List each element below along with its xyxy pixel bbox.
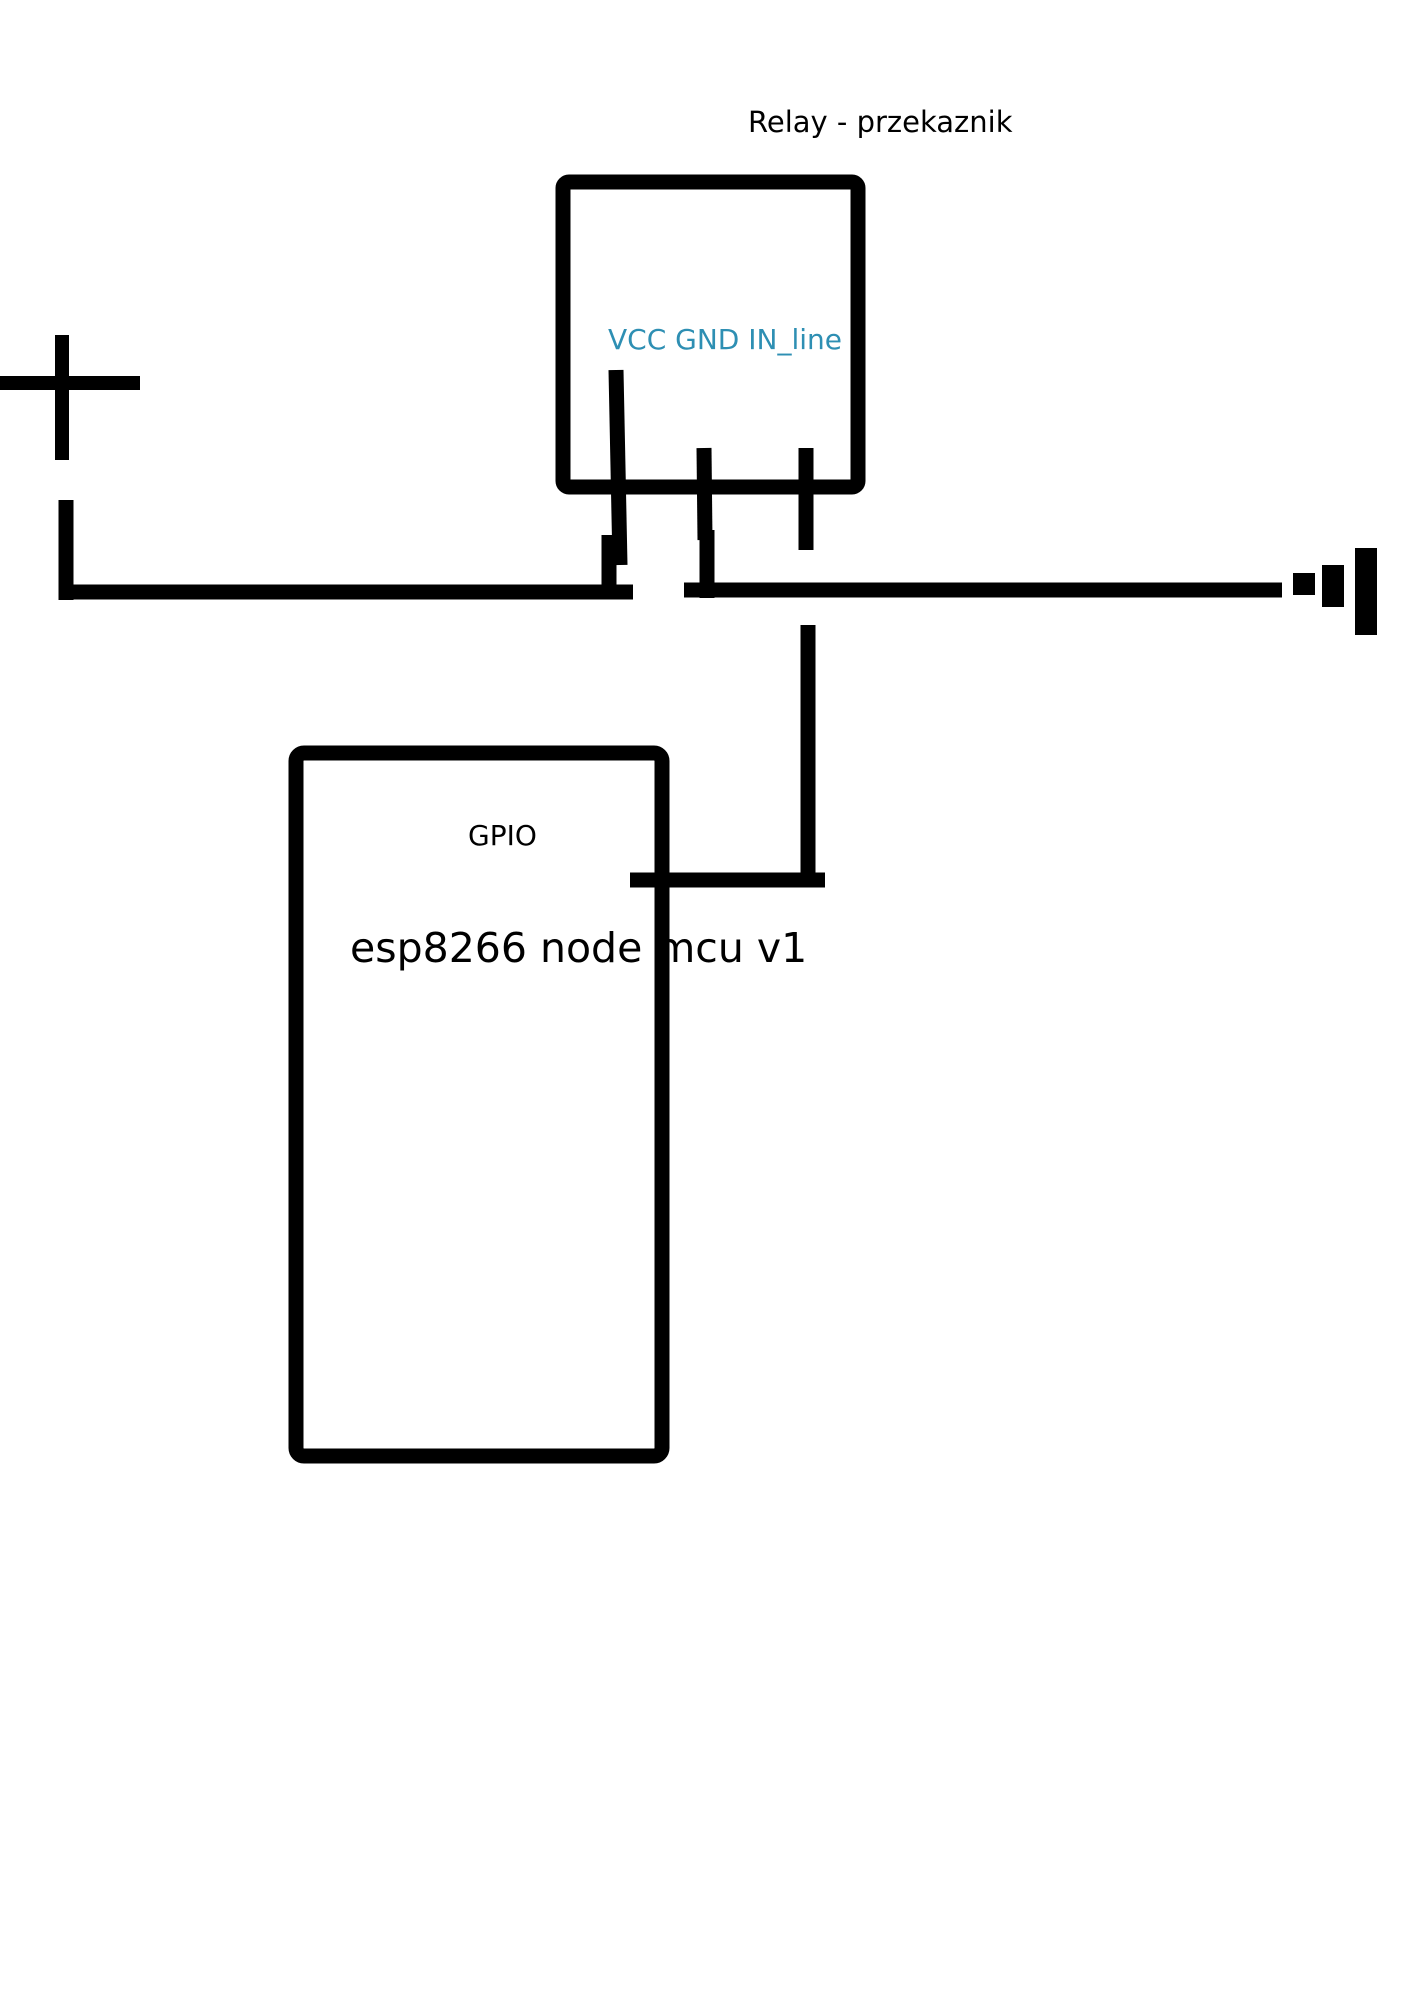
esp8266-board-box: [288, 745, 670, 1464]
relay-title: Relay - przekaznik: [748, 105, 1013, 139]
plus-icon: [0, 335, 140, 460]
relay-pin-vcc: [608, 369, 628, 566]
relay-pin-gnd: [696, 447, 713, 541]
ground-icon: [1293, 548, 1377, 635]
relay-pin-labels: VCC GND IN_line: [608, 323, 842, 356]
gpio-label: GPIO: [468, 819, 537, 852]
board-label: esp8266 node mcu v1: [350, 924, 808, 972]
